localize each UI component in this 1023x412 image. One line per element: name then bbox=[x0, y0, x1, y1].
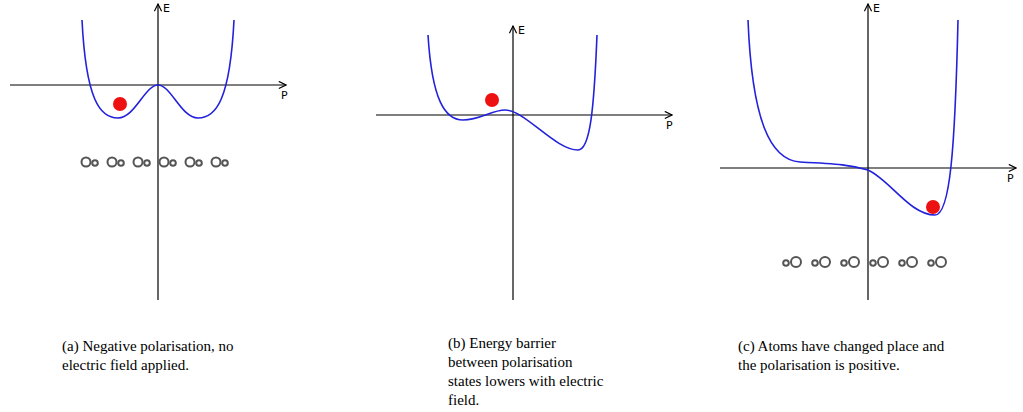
panel-b bbox=[376, 26, 672, 300]
state-dot bbox=[113, 97, 127, 111]
panel-c bbox=[720, 4, 1016, 300]
subfigure-caption: (b) Energy barrier between polarisation … bbox=[448, 334, 608, 410]
axis-label: E bbox=[873, 2, 880, 15]
polarisation-axis bbox=[376, 114, 672, 115]
subfigure-caption: (a) Negative polarisation, no electric f… bbox=[62, 337, 252, 375]
atom-chain bbox=[82, 158, 228, 167]
subfigure-caption: (c) Atoms have changed place and the pol… bbox=[738, 337, 953, 375]
energy-axis bbox=[157, 4, 158, 300]
state-dot bbox=[926, 200, 940, 214]
energy-axis bbox=[867, 4, 868, 300]
energy-curve bbox=[82, 20, 234, 118]
axis-label: P bbox=[281, 89, 288, 102]
energy-axis bbox=[512, 26, 513, 300]
state-dot bbox=[485, 93, 499, 107]
energy-curve bbox=[748, 20, 958, 215]
axis-label: P bbox=[1007, 172, 1014, 185]
polarisation-axis bbox=[720, 167, 1016, 168]
axis-label: E bbox=[163, 2, 170, 15]
energy-curve bbox=[428, 35, 597, 150]
panel-a bbox=[10, 4, 286, 300]
atom-chain bbox=[783, 257, 946, 267]
axis-label: P bbox=[666, 119, 673, 132]
axis-label: E bbox=[518, 24, 525, 37]
polarisation-axis bbox=[10, 84, 286, 85]
